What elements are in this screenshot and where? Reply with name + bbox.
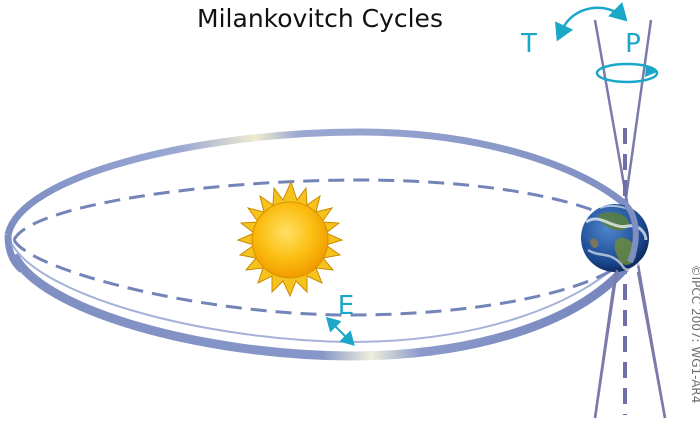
obliquity-label: T — [520, 29, 537, 59]
eccentricity-label: E — [338, 291, 354, 321]
obliquity-axis-lines-front — [593, 269, 667, 419]
copyright-credit: ©IPCC 2007: WG1-AR4 — [689, 265, 700, 404]
orbit-dashed-path — [12, 178, 613, 317]
precession-arrow — [595, 62, 659, 84]
sun-icon — [236, 180, 344, 298]
orbit-ring-front-overlap — [623, 202, 639, 264]
obliquity-arrow — [555, 2, 628, 42]
earth-icon — [581, 204, 649, 272]
precession-label: P — [625, 29, 641, 59]
eccentricity-arrow — [325, 316, 355, 346]
diagram-title: Milankovitch Cycles — [197, 4, 443, 33]
